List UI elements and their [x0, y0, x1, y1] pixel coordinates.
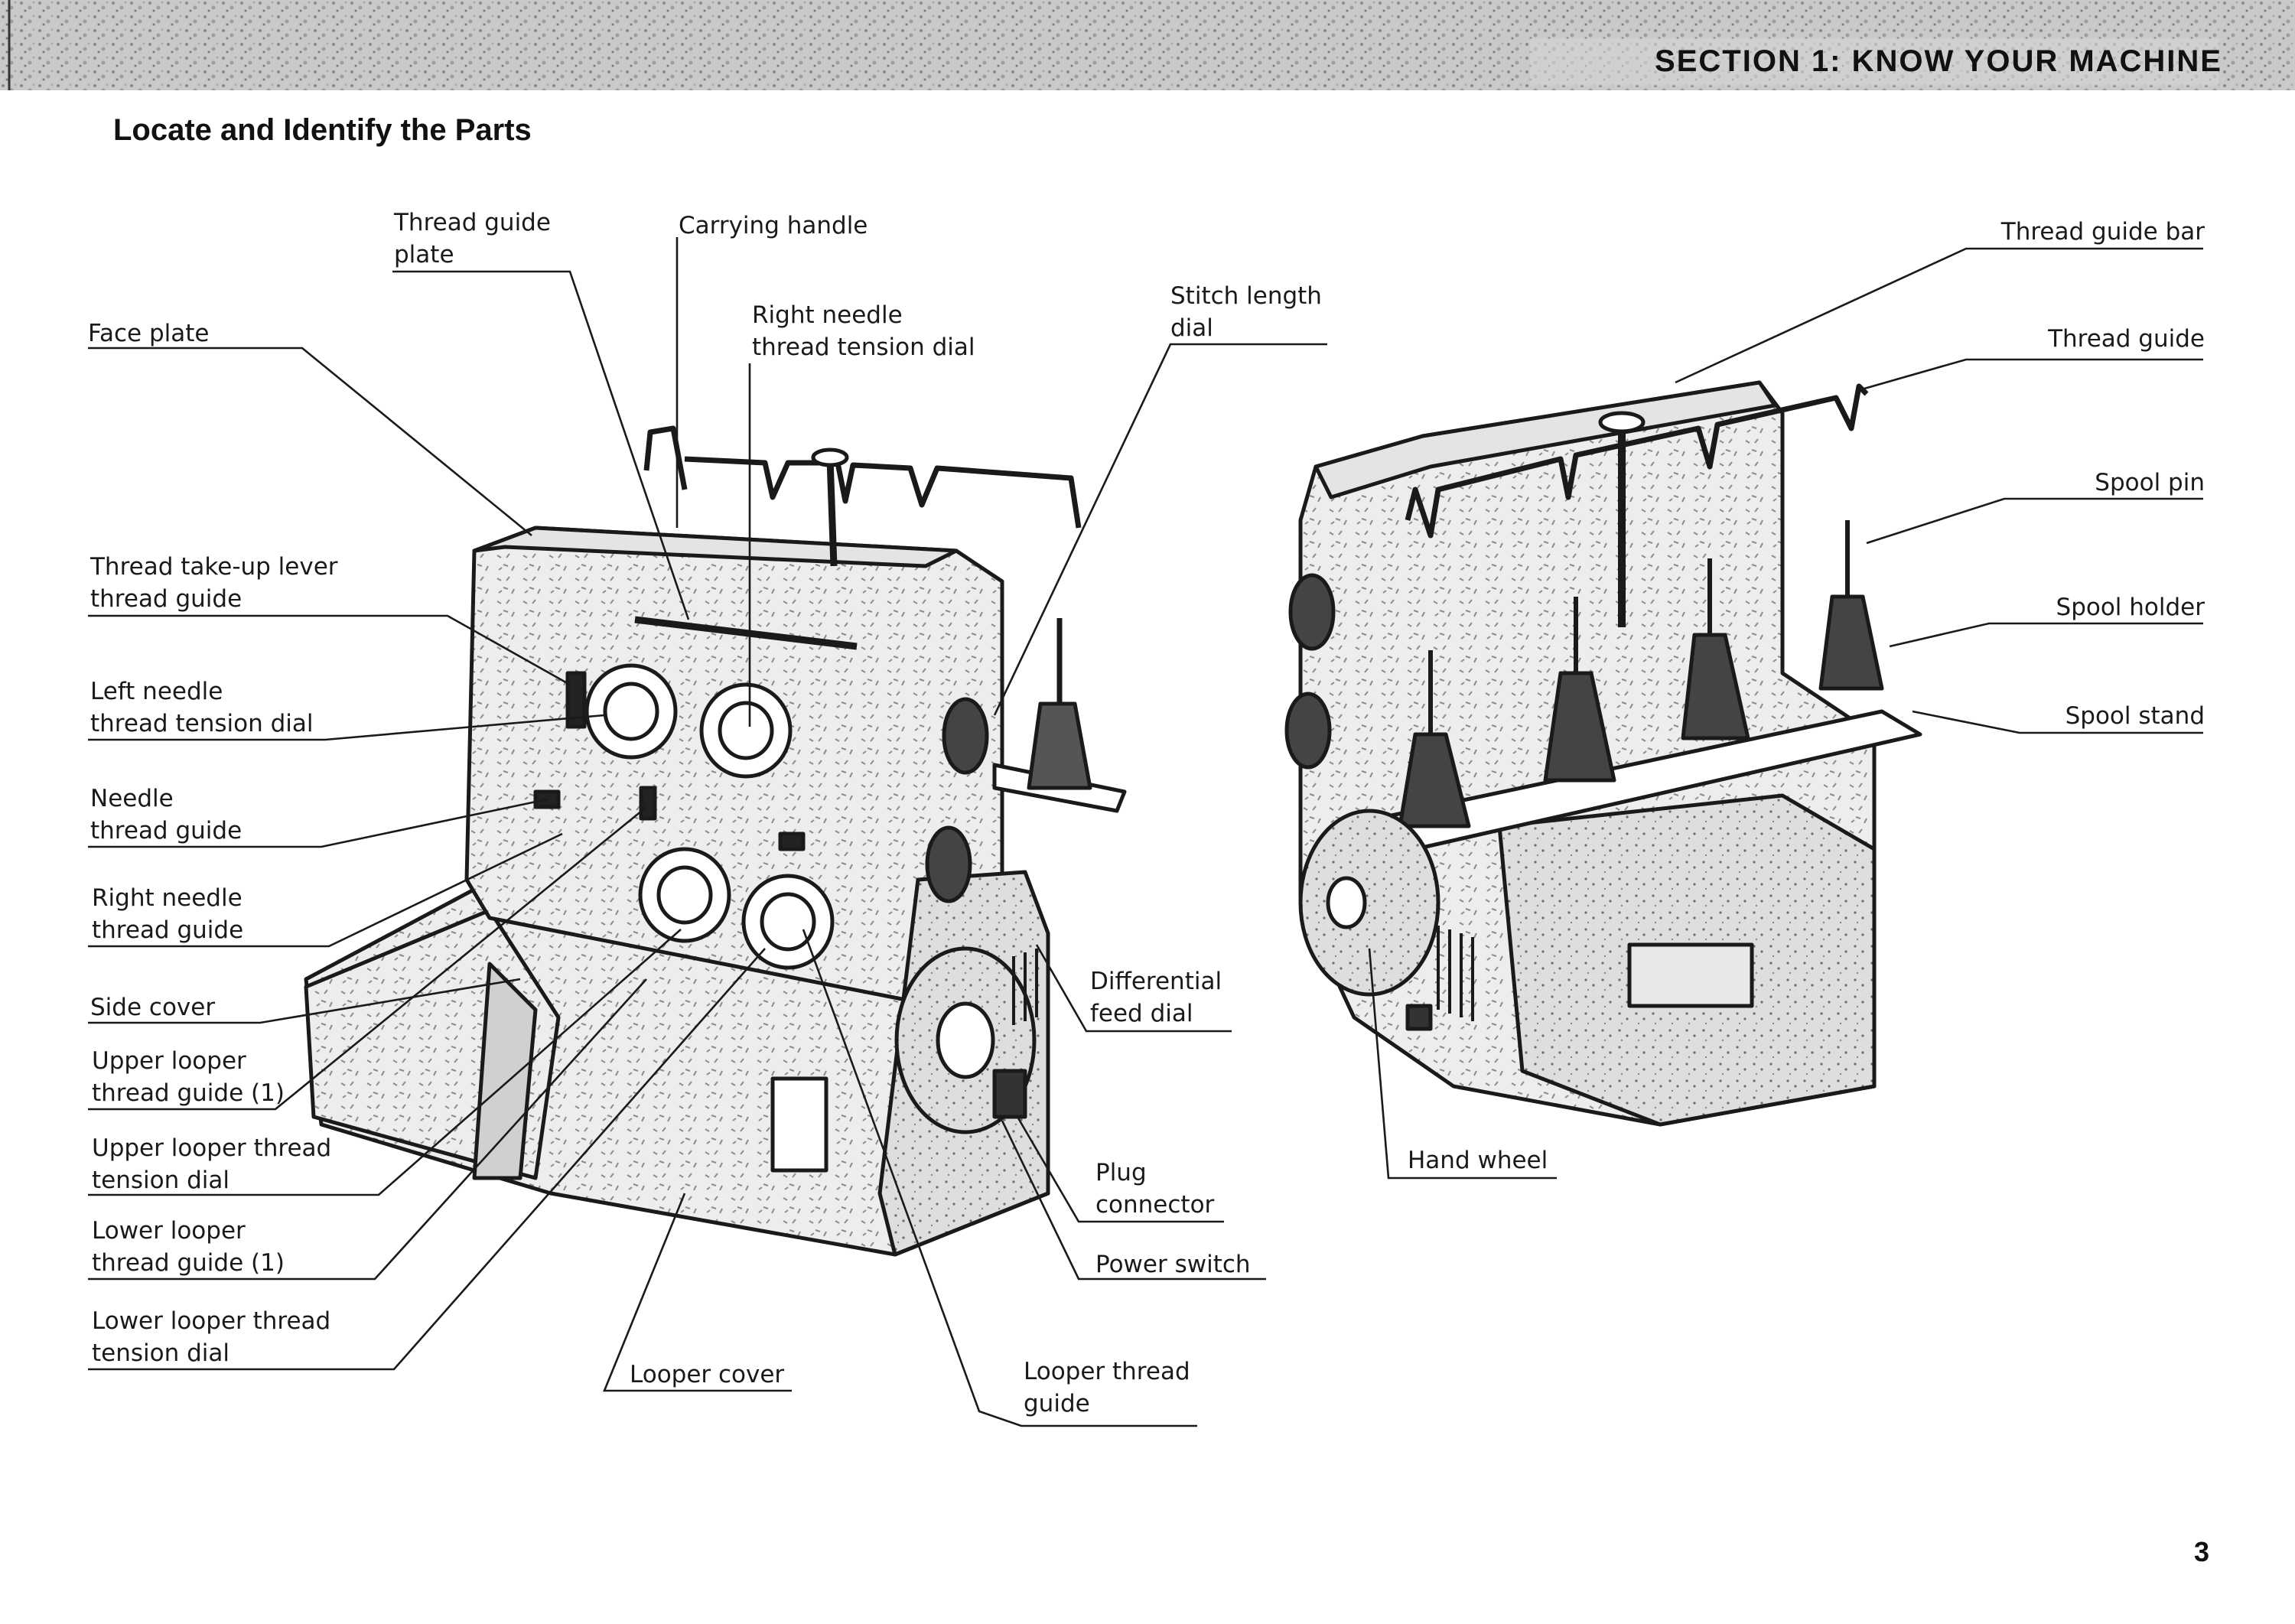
label-left-needle-tension-dial: Left needle thread tension dial: [90, 678, 314, 737]
label-thread-take-up-lever-guide: Thread take-up lever thread guide: [90, 553, 338, 613]
label-looper-thread-guide: Looper thread guide: [1024, 1358, 1190, 1417]
label-needle-thread-guide: Needle thread guide: [90, 785, 243, 845]
front-view-machine: [304, 425, 1127, 1257]
label-plug-connector: Plug connector: [1095, 1159, 1215, 1219]
label-right-needle-tension-dial: Right needle thread tension dial: [752, 301, 975, 361]
label-power-switch: Power switch: [1095, 1251, 1251, 1278]
leader-lines: [88, 237, 2203, 1427]
label-thread-guide: Thread guide: [2048, 325, 2205, 353]
label-stitch-length-dial: Stitch length dial: [1170, 282, 1322, 342]
left-needle-tension-dial-shape: [584, 663, 678, 760]
label-hand-wheel: Hand wheel: [1408, 1147, 1548, 1174]
label-spool-stand: Spool stand: [2065, 702, 2205, 730]
label-upper-looper-tension-dial: Upper looper thread tension dial: [92, 1134, 332, 1194]
label-thread-guide-plate: Thread guide plate: [394, 209, 551, 268]
label-face-plate: Face plate: [88, 320, 210, 347]
label-upper-looper-thread-guide: Upper looper thread guide (1): [92, 1047, 285, 1107]
label-lower-looper-thread-guide: Lower looper thread guide (1): [92, 1217, 285, 1277]
section-header-banner: [0, 0, 2295, 90]
section-title: SECTION 1: KNOW YOUR MACHINE: [1655, 44, 2222, 78]
label-right-needle-thread-guide: Right needle thread guide: [92, 884, 244, 944]
label-side-cover: Side cover: [90, 994, 216, 1021]
label-carrying-handle: Carrying handle: [679, 212, 868, 239]
label-thread-guide-bar: Thread guide bar: [2000, 218, 2205, 246]
label-spool-pin: Spool pin: [2095, 469, 2205, 496]
rear-view-machine: [1284, 380, 1922, 1127]
label-differential-feed-dial: Differential feed dial: [1090, 968, 1222, 1027]
page-title: Locate and Identify the Parts: [113, 113, 532, 147]
right-needle-tension-dial-shape: [699, 682, 793, 779]
label-looper-cover: Looper cover: [630, 1361, 785, 1388]
label-lower-looper-tension-dial: Lower looper thread tension dial: [92, 1307, 331, 1367]
label-spool-holder: Spool holder: [2056, 594, 2205, 621]
page-number: 3: [2193, 1536, 2209, 1567]
